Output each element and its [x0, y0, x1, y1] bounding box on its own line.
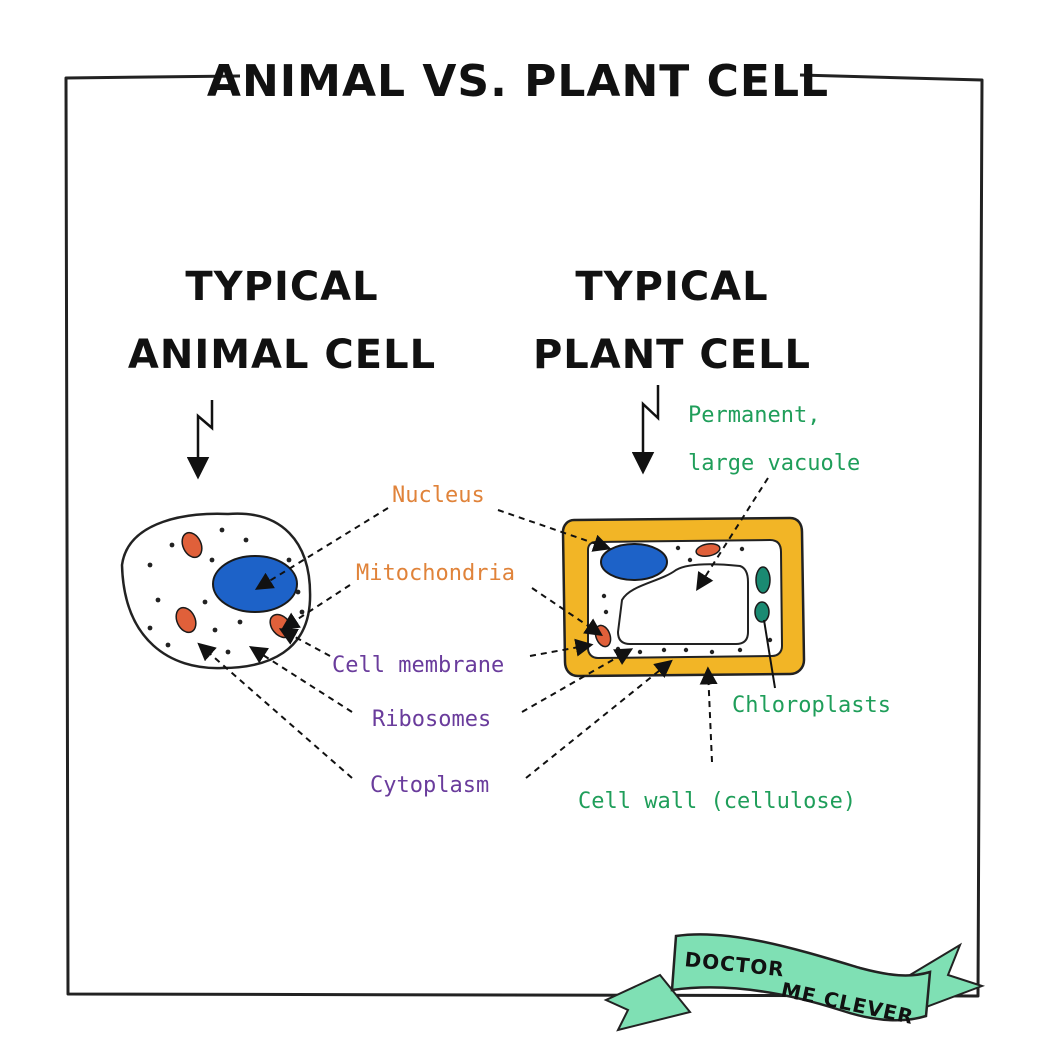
animal-mitochondrion [175, 606, 197, 634]
brand-banner: DOCTOR ME CLEVER [603, 933, 986, 1032]
animal-cell [120, 512, 312, 670]
arrow-cytoplasm-plant [525, 659, 673, 779]
line-chloroplasts [763, 619, 776, 689]
animal-ribosomes [147, 527, 305, 655]
arrow-mito-plant [531, 587, 603, 637]
plant-nucleus [600, 543, 668, 581]
plant-mitochondrion [695, 542, 721, 558]
plant-vacuole [616, 563, 749, 645]
arrow-ribosomes-animal [248, 646, 353, 713]
label-vacuole-line1: Permanent, [688, 403, 820, 428]
label-cytoplasm: Cytoplasm [370, 773, 489, 798]
label-nucleus: Nucleus [392, 483, 485, 508]
animal-zigzag-arrow [186, 400, 214, 480]
animal-heading-line2: ANIMAL CELL [128, 332, 436, 378]
plant-chloroplast [754, 601, 770, 623]
arrow-cell-wall [699, 666, 718, 763]
arrow-membrane-animal [278, 628, 331, 657]
label-vacuole-line2: large vacuole [688, 451, 860, 476]
frame-border [64, 73, 984, 998]
page-title: ANIMAL VS. PLANT CELL [207, 56, 829, 107]
plant-chloroplast [755, 566, 771, 594]
label-ribosomes: Ribosomes [372, 707, 491, 732]
plant-zigzag-arrow [631, 385, 660, 475]
animal-heading-line1: TYPICAL [185, 264, 378, 310]
animal-mitochondrion [181, 531, 203, 559]
plant-heading-line1: TYPICAL [575, 264, 768, 310]
arrow-nucleus-animal [254, 507, 389, 590]
plant-heading-line2: PLANT CELL [533, 332, 811, 378]
banner-ribbon [670, 933, 932, 1022]
arrow-ribosomes-plant [521, 648, 634, 713]
arrow-mito-animal [280, 584, 351, 630]
arrow-nucleus-plant [497, 509, 612, 552]
label-mitochondria: Mitochondria [356, 561, 515, 586]
arrow-cytoplasm-animal [197, 642, 353, 779]
label-cell-membrane: Cell membrane [332, 653, 504, 678]
pointer-arrows [197, 477, 769, 779]
label-cell-wall: Cell wall (cellulose) [578, 789, 856, 814]
animal-nucleus [212, 555, 298, 613]
banner-tail-left [603, 973, 692, 1032]
label-chloroplasts: Chloroplasts [732, 693, 891, 718]
plant-cell [561, 516, 806, 678]
